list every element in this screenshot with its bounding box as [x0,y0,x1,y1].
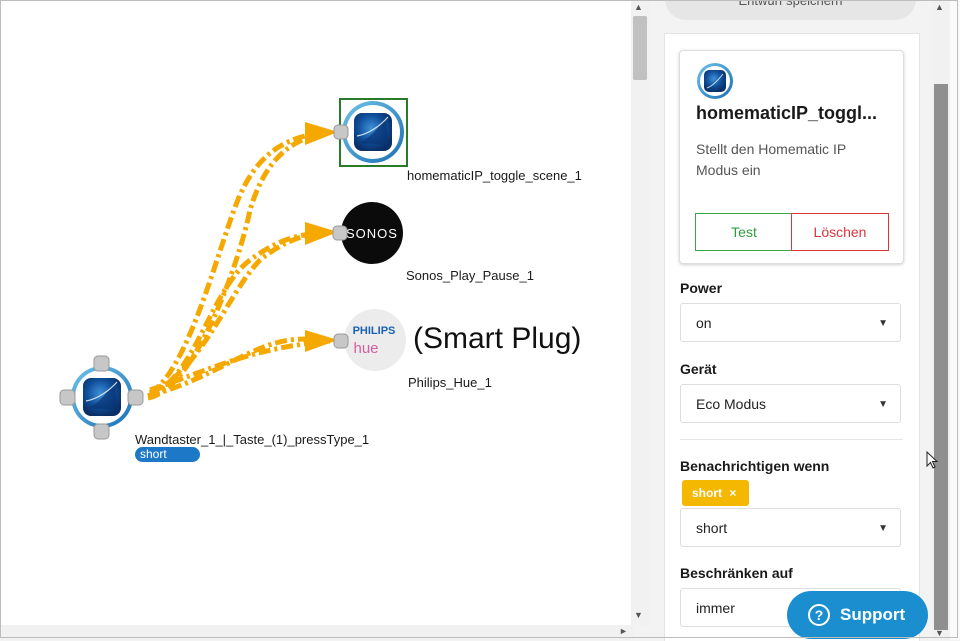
delete-button[interactable]: Löschen [791,213,889,251]
notify-select[interactable]: short ▼ [680,508,901,547]
node-label-sonos: Sonos_Play_Pause_1 [406,268,534,283]
edge-to-sonos-2 [150,229,331,395]
card-description: Stellt den Homematic IP Modus ein [696,141,846,178]
port-input [333,333,349,349]
save-draft-button[interactable]: Entwurf speichern [665,0,916,20]
edge-to-sonos [147,229,331,399]
port-input [333,124,349,140]
notify-value: short [696,520,728,536]
device-label: Gerät [680,361,717,377]
test-button[interactable]: Test [695,213,793,251]
notify-tag-label: short [692,486,722,500]
sidebar-scrollbar[interactable]: ▲ ▼ [932,0,950,640]
device-value: Eco Modus [696,396,767,412]
port-right [127,389,144,406]
support-label: Support [840,605,906,624]
restrict-value: immer [696,600,735,616]
card-actions: Test Löschen [695,213,889,251]
edge-to-toggle-2 [148,129,331,396]
philips-logo-text: PHILIPS [353,325,396,337]
scroll-up-icon[interactable]: ▲ [634,2,643,12]
node-label-hue: Philips_Hue_1 [408,375,492,390]
properties-sidebar: Entwurf speichern homematicIP_toggl... S… [649,0,932,641]
chevron-down-icon: ▼ [878,318,888,329]
edge-to-hue [147,336,331,399]
arrowhead-sonos [305,222,338,245]
node-label-toggle: homematicIP_toggle_scene_1 [407,168,582,183]
window-edge [950,0,960,640]
node-sonos[interactable]: SONOS [332,202,403,264]
arrowhead-toggle [305,122,338,145]
restrict-label: Beschränken auf [680,565,793,581]
canvas-horizontal-scrollbar[interactable]: ► [0,625,633,640]
node-toggle-scene[interactable] [333,98,408,167]
edge-to-hue-2 [149,338,331,393]
arrowhead-hue [305,330,338,352]
device-select[interactable]: Eco Modus ▼ [680,384,901,423]
scroll-right-icon[interactable]: ► [619,626,628,636]
scroll-down-icon[interactable]: ▼ [634,610,643,620]
port-bottom [93,423,110,440]
close-icon[interactable]: × [729,486,737,500]
chevron-down-icon: ▼ [878,399,888,410]
power-value: on [696,315,712,331]
card-title: homematicIP_toggl... [696,103,878,123]
sidebar-scroll-thumb[interactable] [934,84,948,630]
notify-label: Benachrichtigen wenn [680,458,830,474]
node-label-wandtaster: Wandtaster_1_|_Taste_(1)_pressType_1 [135,432,370,447]
node-philips-hue[interactable]: PHILIPS hue [333,309,406,371]
homematic-ip-icon [696,62,734,105]
port-left [59,389,76,406]
canvas-vertical-scrollbar[interactable]: ▲ ▼ [631,0,649,625]
properties-panel: homematicIP_toggl... Stellt den Homemati… [664,33,920,641]
scroll-down-icon[interactable]: ▼ [935,628,944,638]
mouse-cursor-icon [926,451,939,469]
help-icon: ? [808,604,830,626]
scroll-up-icon[interactable]: ▲ [935,2,944,12]
flow-graph[interactable]: SONOS PHILIPS hue [0,0,633,625]
sonos-logo: SONOS [346,226,398,241]
node-wandtaster[interactable] [59,355,144,440]
canvas-scroll-thumb[interactable] [633,16,647,80]
smart-plug-annotation: (Smart Plug) [413,322,582,355]
port-top [93,355,110,372]
action-card: homematicIP_toggl... Stellt den Homemati… [679,50,904,264]
support-button[interactable]: ? Support [787,591,928,639]
press-type-badge: short [135,447,200,462]
notify-tag[interactable]: short × [682,480,749,506]
hue-logo-text: hue [353,340,378,357]
power-select[interactable]: on ▼ [680,303,901,342]
flow-canvas[interactable]: SONOS PHILIPS hue homematicIP_toggle_sce… [0,0,633,625]
section-divider [680,439,903,440]
port-input [332,225,348,241]
chevron-down-icon: ▼ [878,523,888,534]
power-label: Power [680,280,723,296]
